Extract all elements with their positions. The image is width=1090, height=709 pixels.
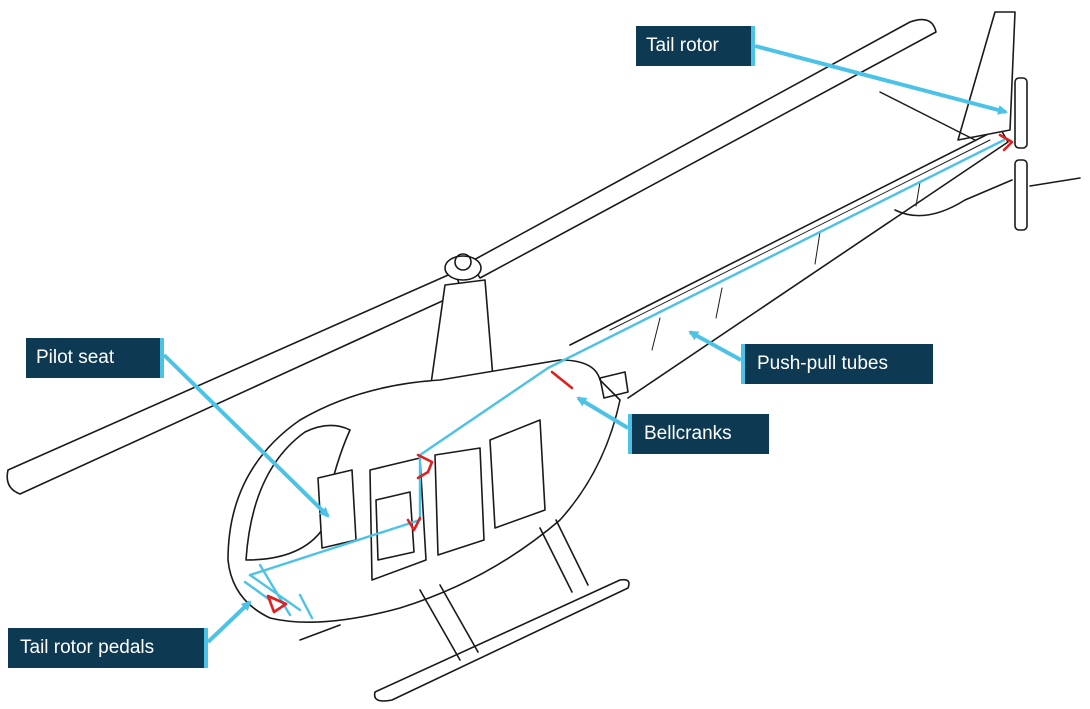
leader-tail-rotor xyxy=(754,44,1008,115)
leader-pilot-seat xyxy=(162,353,330,518)
bellcrank-aft xyxy=(550,370,574,390)
main-rotor-blade-aft xyxy=(469,18,937,279)
landing-skid-right xyxy=(299,624,341,641)
tail-rotor-label: Tail rotor xyxy=(636,26,755,66)
highlighted-components xyxy=(266,133,1014,614)
bellcrank-lower xyxy=(406,516,422,532)
bellcrank-forward xyxy=(416,453,434,480)
tail-rotor-blade-lower xyxy=(1014,159,1028,231)
leader-tail-rotor-pedals xyxy=(206,600,252,644)
push-pull-tube-line xyxy=(546,138,1006,370)
bellcranks-label: Bellcranks xyxy=(628,414,769,454)
leader-arrows xyxy=(162,44,1008,644)
tail-rotor-pedal-marker xyxy=(266,594,288,614)
tail-rotor-blade-upper xyxy=(1014,77,1028,149)
push-pull-tubes-label: Push-pull tubes xyxy=(741,344,933,384)
control-path xyxy=(243,138,1006,620)
windshield xyxy=(245,424,351,561)
tail-rotor-bellcrank xyxy=(998,133,1014,152)
cabin-door-aft xyxy=(434,447,485,556)
landing-skid-left xyxy=(373,578,630,702)
rotor-hub xyxy=(444,255,482,281)
leader-push-pull-tubes xyxy=(688,330,742,362)
vertical-stabilizer xyxy=(957,11,1016,141)
tail-boom xyxy=(569,127,1009,399)
main-rotor-blade-forward xyxy=(6,271,463,495)
pilot-seat-label: Pilot seat xyxy=(26,338,164,378)
ventral-fin xyxy=(879,91,976,141)
helicopter-line-art xyxy=(6,11,1081,702)
tail-rotor-pedals-label: Tail rotor pedals xyxy=(8,628,208,668)
leader-bellcranks xyxy=(576,396,630,430)
